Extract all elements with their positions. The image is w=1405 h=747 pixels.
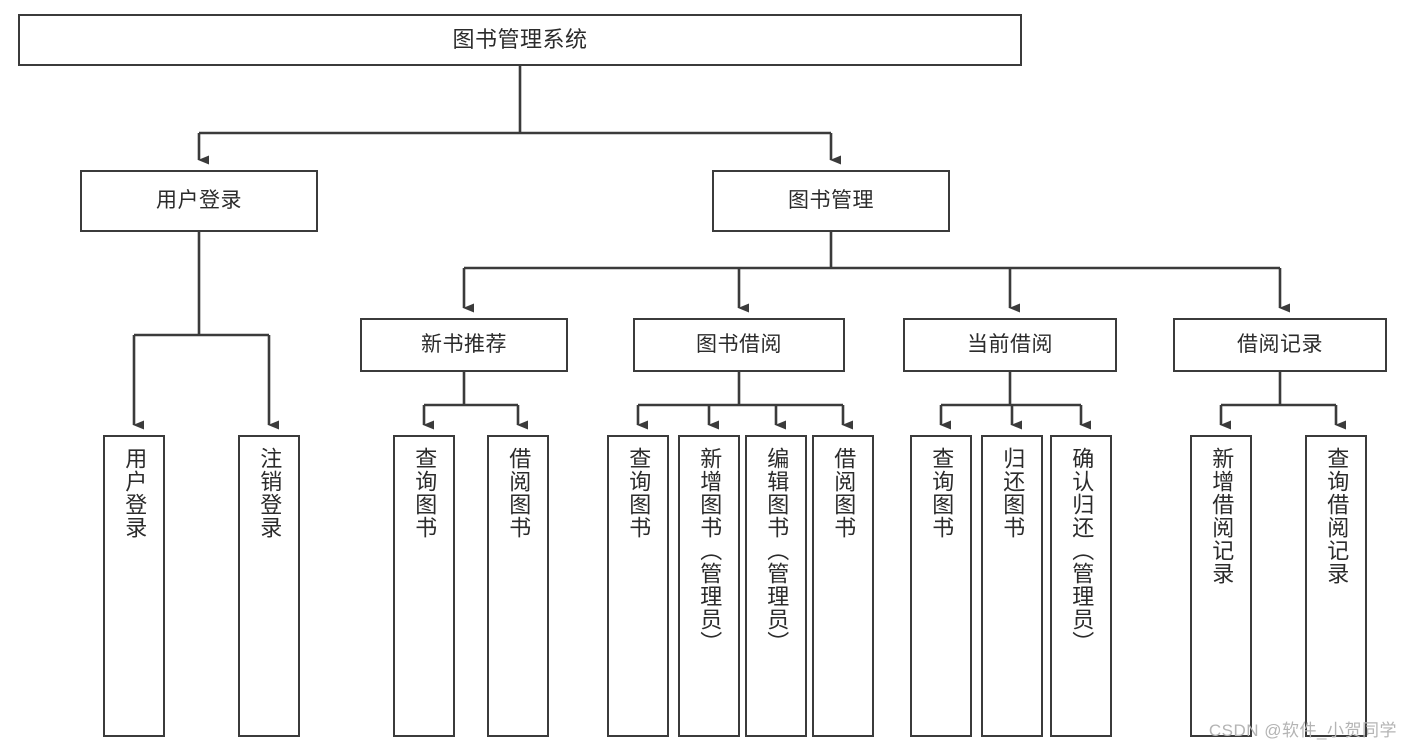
node-user-login[interactable]: 用户登录	[80, 170, 318, 232]
node-leaf-return-book[interactable]: 归还图书	[981, 435, 1043, 737]
node-root-book-management-system[interactable]: 图书管理系统	[18, 14, 1022, 66]
node-leaf-query-book-3[interactable]: 查询图书	[910, 435, 972, 737]
node-label: 当前借阅	[967, 332, 1053, 356]
node-leaf-logout-login[interactable]: 注销登录	[238, 435, 300, 737]
node-leaf-borrow-book-1[interactable]: 借阅图书	[487, 435, 549, 737]
node-book-borrow[interactable]: 图书借阅	[633, 318, 845, 372]
node-label: 图书管理	[788, 188, 874, 212]
node-label: 归还图书	[1000, 447, 1026, 539]
node-leaf-query-book-1[interactable]: 查询图书	[393, 435, 455, 737]
node-label: 图书管理系统	[452, 27, 588, 53]
node-label: 编辑图书（管理员）	[764, 447, 790, 654]
node-leaf-confirm-return[interactable]: 确认归还（管理员）	[1050, 435, 1112, 737]
node-label: 用户登录	[156, 188, 242, 212]
node-label: 注销登录	[257, 447, 283, 539]
node-label: 新增图书（管理员）	[697, 447, 723, 654]
node-leaf-user-login[interactable]: 用户登录	[103, 435, 165, 737]
node-label: 图书借阅	[696, 332, 782, 356]
node-leaf-borrow-book-2[interactable]: 借阅图书	[812, 435, 874, 737]
node-new-book-recommend[interactable]: 新书推荐	[360, 318, 568, 372]
node-label: 查询图书	[929, 447, 955, 539]
node-label: 借阅记录	[1237, 332, 1323, 356]
node-leaf-edit-book[interactable]: 编辑图书（管理员）	[745, 435, 807, 737]
node-current-borrow[interactable]: 当前借阅	[903, 318, 1117, 372]
node-label: 确认归还（管理员）	[1069, 447, 1095, 654]
csdn-watermark: CSDN @软件_小贺同学	[1208, 721, 1397, 740]
node-leaf-query-book-2[interactable]: 查询图书	[607, 435, 669, 737]
node-label: 查询图书	[626, 447, 652, 539]
node-book-management[interactable]: 图书管理	[712, 170, 950, 232]
node-label: 查询借阅记录	[1324, 447, 1350, 585]
node-label: 新书推荐	[421, 332, 507, 356]
node-leaf-query-record[interactable]: 查询借阅记录	[1305, 435, 1367, 737]
node-leaf-add-book[interactable]: 新增图书（管理员）	[678, 435, 740, 737]
node-borrow-record[interactable]: 借阅记录	[1173, 318, 1387, 372]
node-label: 用户登录	[122, 447, 148, 539]
node-label: 新增借阅记录	[1209, 447, 1235, 585]
node-label: 查询图书	[412, 447, 438, 539]
node-label: 借阅图书	[831, 447, 857, 539]
node-leaf-add-record[interactable]: 新增借阅记录	[1190, 435, 1252, 737]
node-label: 借阅图书	[506, 447, 532, 539]
